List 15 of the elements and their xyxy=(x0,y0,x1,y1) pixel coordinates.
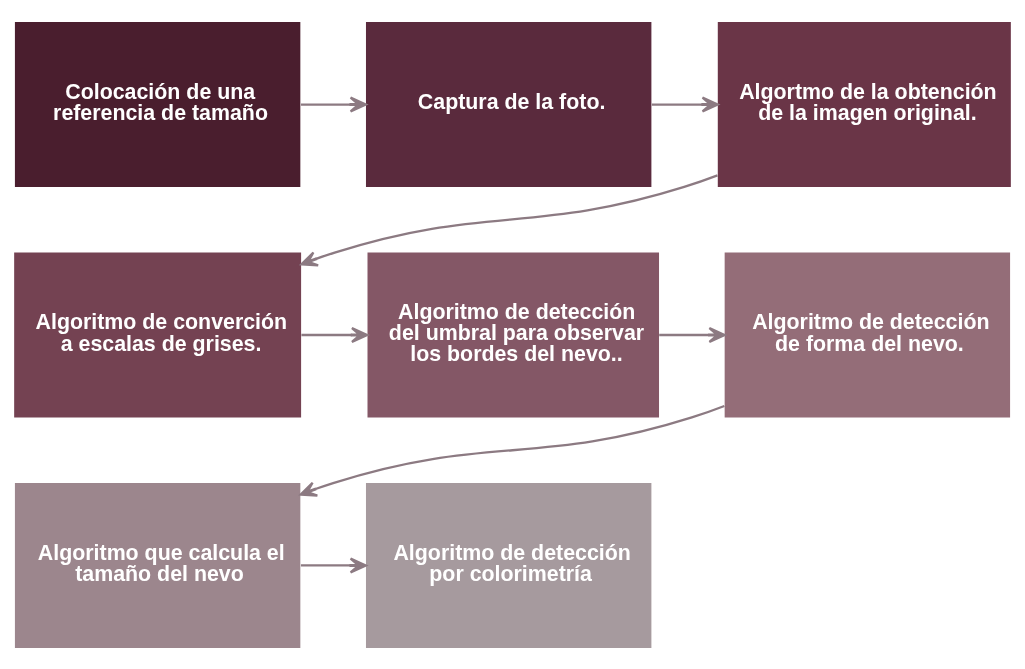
node-box: Algoritmo de detección de forma del nevo. xyxy=(724,252,1011,417)
arrow xyxy=(659,326,726,343)
node-box: Algoritmo que calcula el tamaño del nevo xyxy=(14,482,301,648)
arrow xyxy=(299,404,725,497)
node-box: Algortmo de la obtención de la imagen original. xyxy=(717,21,1011,187)
arrow xyxy=(301,326,369,343)
arrow xyxy=(300,173,718,267)
node-box: Algoritmo de detección por colorimetría xyxy=(365,482,652,648)
arrow xyxy=(300,96,367,113)
node-box: Colocación de una referencia de tamaño xyxy=(14,21,301,187)
arrow xyxy=(651,96,719,113)
node-box: Algoritmo de converción a escalas de grises. xyxy=(14,252,302,417)
node-box: Captura de la foto. xyxy=(365,21,652,187)
node-box: Algoritmo de detección del umbral para observar los bordes del nevo.. xyxy=(367,252,660,417)
arrow xyxy=(300,556,367,573)
